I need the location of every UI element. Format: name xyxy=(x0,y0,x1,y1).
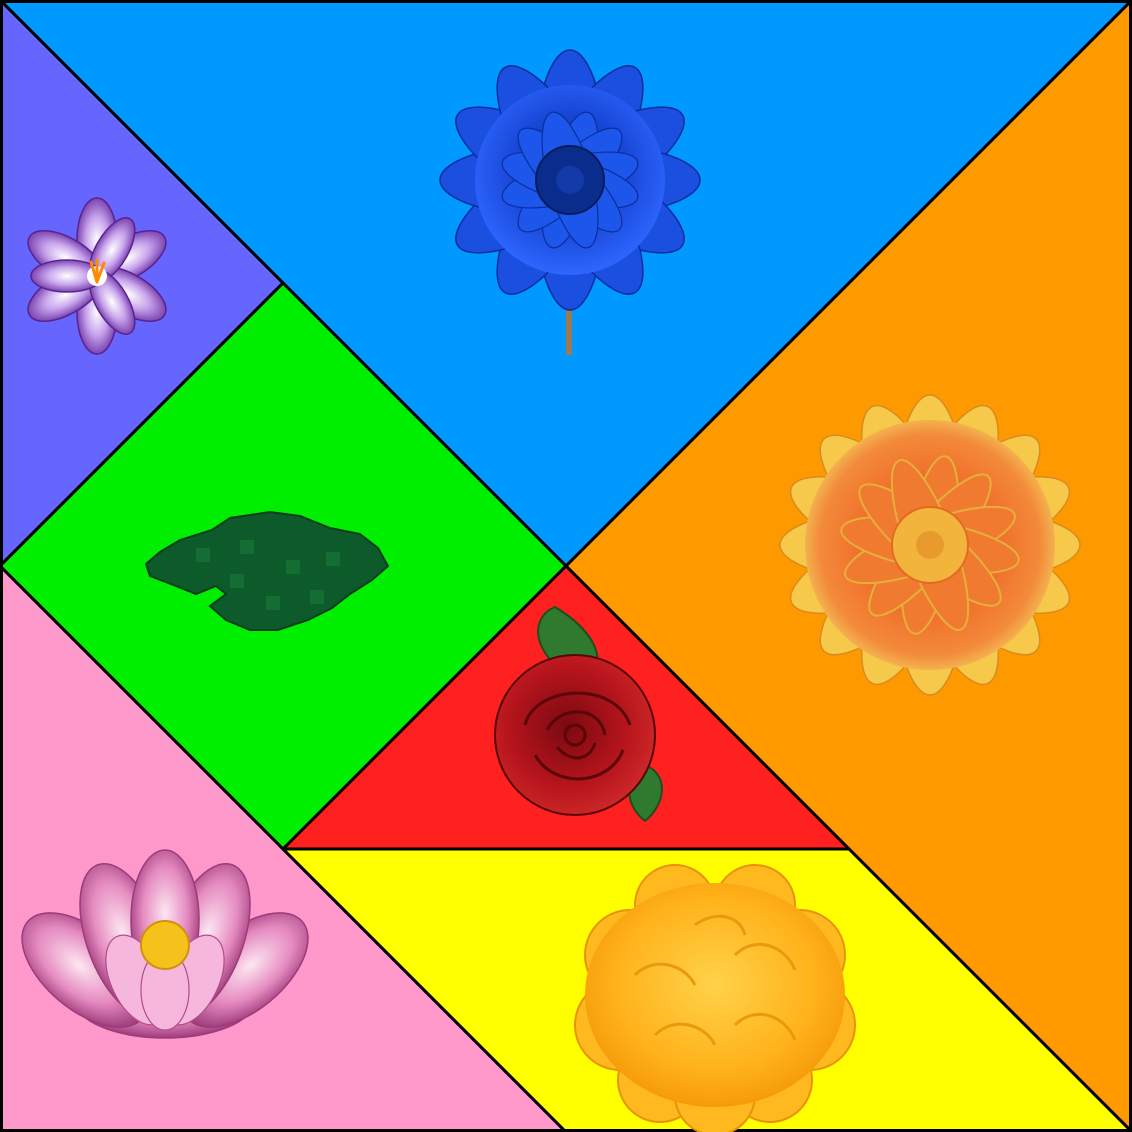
tangram-board xyxy=(0,0,1132,1132)
tangram-svg xyxy=(0,0,1132,1132)
board-border xyxy=(0,0,1132,1132)
